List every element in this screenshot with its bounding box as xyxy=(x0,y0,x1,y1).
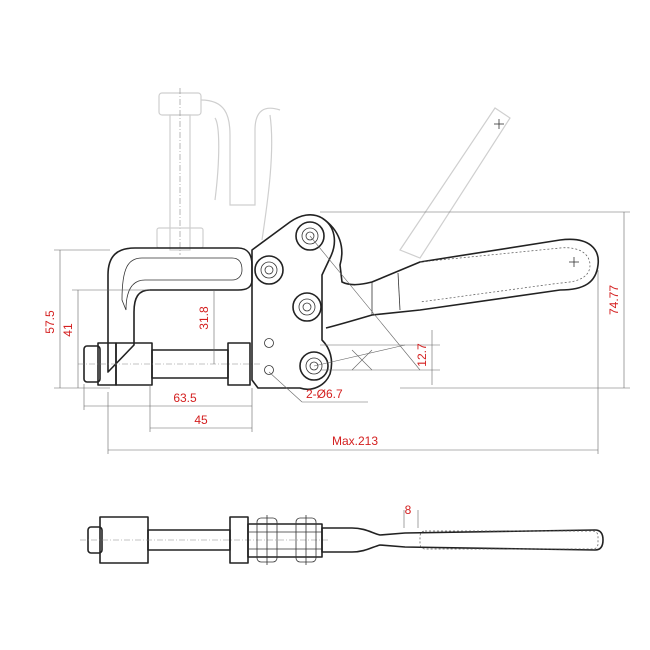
clamp-side-view xyxy=(78,213,599,390)
dim-12-7-label: 12.7 xyxy=(415,343,429,367)
dimension-lines xyxy=(54,211,630,528)
dim-45-label: 45 xyxy=(194,413,208,427)
dim-max-length-label: Max.213 xyxy=(332,434,378,448)
dim-63-5-label: 63.5 xyxy=(173,391,197,405)
dim-31-8-label: 31.8 xyxy=(197,306,211,330)
dim-57-5-label: 57.5 xyxy=(43,310,57,334)
ghost-open-position xyxy=(156,88,511,259)
clamp-top-view xyxy=(80,515,604,565)
dim-8-label: 8 xyxy=(405,503,412,517)
dim-41-label: 41 xyxy=(61,323,75,337)
dim-74-77-label: 74.77 xyxy=(607,285,621,315)
dim-holes-label: 2-Ø6.7 xyxy=(306,387,343,401)
